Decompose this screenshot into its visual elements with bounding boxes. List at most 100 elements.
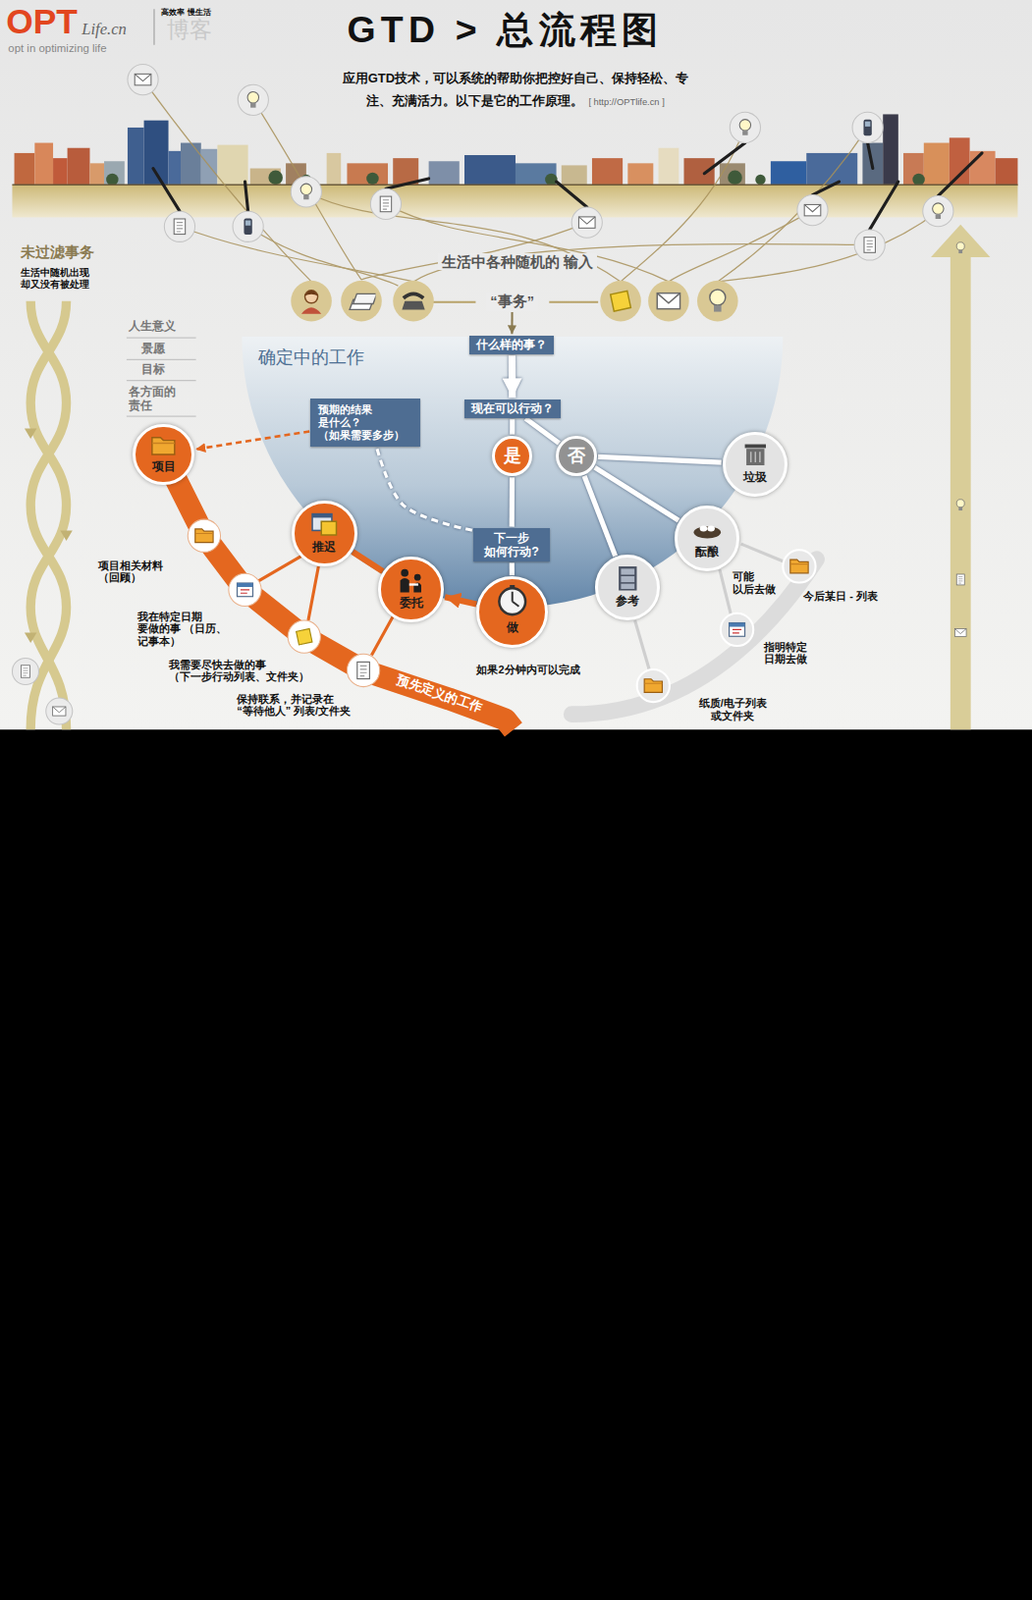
ground-band [11,184,1018,218]
node-icon [495,585,529,618]
question-box: 下一步 如何行动? [473,528,551,563]
node-icon [309,509,340,541]
question-box: 现在可以行动？ [464,399,561,418]
storage-band [644,679,662,694]
horizon-rules [126,380,197,381]
stream-icons [46,698,73,725]
section-heading: 未过滤事务 [20,244,95,262]
skyline [592,158,623,186]
stuff-row [697,280,739,323]
node-label: 酝酿 [695,544,719,559]
predefined-work-band [228,573,262,606]
predefined-work-band [357,661,371,679]
node-label: 什么样的事？ [476,337,547,352]
input-curves [306,191,621,281]
node-icon [395,565,427,597]
node-icon [400,568,422,593]
node-icon [692,514,723,545]
horizon-label: 各方面的 责任 [128,384,186,414]
page-ground [0,0,1032,730]
skyline [14,153,36,186]
stuff-row [301,290,322,315]
delegate-circle: 委托 [378,556,444,623]
input-icons [237,84,269,115]
skyline [429,161,460,186]
skyline [104,161,125,186]
input-curves [620,127,746,282]
input-icons [854,229,885,261]
input-icons [127,63,954,261]
icon-pins [556,181,588,208]
connector [584,476,616,557]
list-note: 指明特定 日期去做 [763,641,814,666]
icon-pins [812,181,839,196]
stuff-row [401,293,425,310]
skyline [862,143,883,187]
skyline [923,143,950,187]
yes-circle: 是 [491,435,534,478]
predefined-work-band [195,529,214,544]
input-icons [571,207,602,238]
node-label: 推迟 [312,540,336,554]
outcome-box: 预期的结果 是什么？ （如果需要多步） [310,398,421,447]
stuff-row [656,293,680,310]
input-icons [163,211,195,242]
node-label: 预期的结果 是什么？ （如果需要多步） [318,403,413,442]
return-arrow [930,224,990,731]
skyline [627,162,653,186]
input-icons [380,196,391,213]
stream-icons [11,658,39,686]
skyline [658,148,680,186]
input-icons [243,217,252,235]
connector [509,477,516,527]
node-label: 下一步 如何行动? [479,531,545,560]
stream-arrows [59,531,72,542]
storage-band [790,559,809,574]
node-icon [152,436,175,454]
skyline [684,158,715,186]
stuff-row [610,290,632,312]
storage-band [637,669,670,703]
input-curves [717,211,939,282]
stuff-row [709,289,726,313]
storage-band [571,543,816,715]
diagram-title: GTD > 总流程图 [347,5,664,55]
skyline [544,173,557,186]
node-label: 项目 [152,459,176,474]
skyline [168,151,181,186]
skyline [970,151,996,186]
stuff-row [648,280,690,323]
stream-arrows [24,429,73,644]
predefined-work-band [287,620,321,653]
stream-arrows [24,429,37,439]
connector [444,597,477,604]
input-curves [143,79,313,282]
connector [525,418,559,443]
list-note: 我在特定日期 要做的事 （日历、记事本） [137,610,230,649]
node-icon [149,432,178,461]
node-label: 现在可以行动？ [471,401,554,416]
skyline [346,162,388,186]
section-heading: 生活中各种随机的 输入 [437,253,598,271]
input-curves [179,226,414,282]
connector [510,312,513,334]
node-label: 是 [503,445,522,466]
skyline [14,113,1019,186]
work-dome [241,336,783,607]
node-icon [312,513,336,535]
icon-pins [868,143,873,169]
connector [509,419,515,435]
logo-text: Life.cn [81,19,127,39]
logo-tagline: opt in optimizing life [7,42,107,55]
logo-text: OPT [5,1,78,43]
list-note: 保持联系，并记录在 “等待他人” 列表/文件夹 [236,693,375,718]
blog-tagline: 高效率 慢生活 [161,7,211,18]
stream-arrows [24,633,37,644]
horizon-label: 目标 [141,362,165,377]
input-icons [370,188,401,219]
stuff-row [340,280,382,323]
project-circle: 项目 [132,424,194,486]
node-label: “事务” [489,293,535,311]
